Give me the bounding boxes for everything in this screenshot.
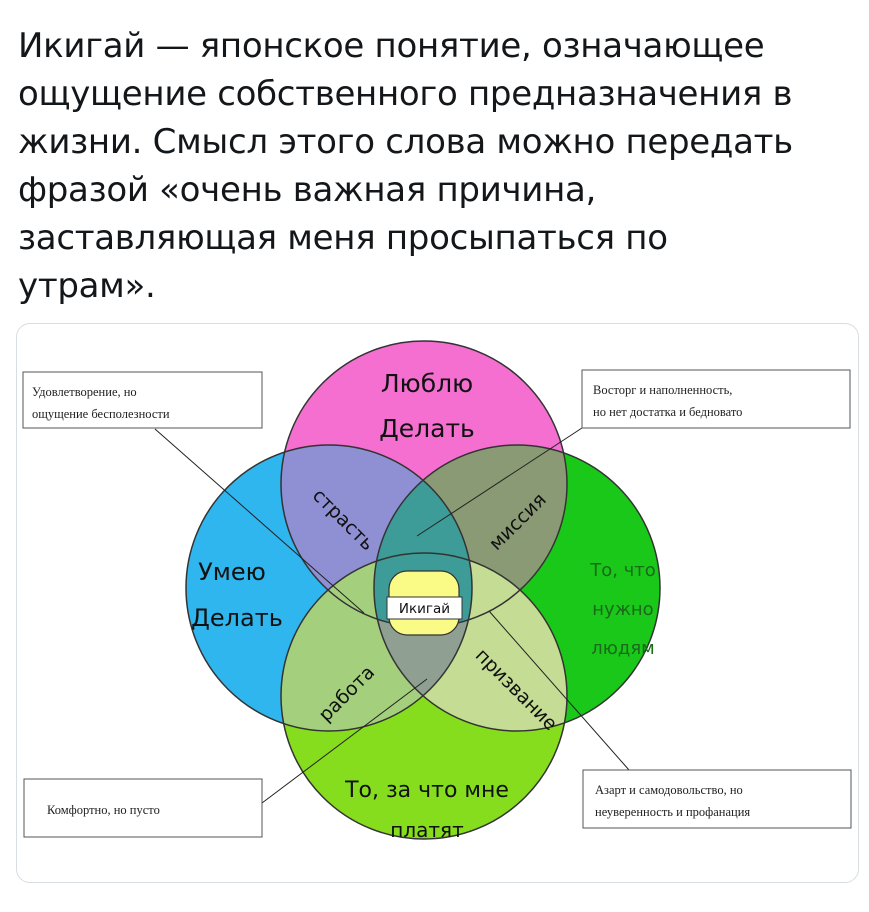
ikigai-venn-diagram: Икигай Люблю Делать Умею Делать То, что …	[22, 340, 852, 842]
post-text: Икигай — японское понятие, означающее ощ…	[18, 22, 858, 310]
note-bottom-right-line: Азарт и самодовольство, но	[595, 783, 743, 797]
note-bottom-right-line: неуверенность и профанация	[595, 805, 750, 819]
circle-label-world-needs: То, что	[589, 560, 656, 581]
post-text-line: ощущение собственного предназначения в	[18, 74, 793, 114]
note-bottom-left: Комфортно, но пусто	[23, 778, 263, 838]
circle-label-paid-for: То, за что мне	[344, 778, 509, 803]
note-top-right: Восторг и наполненность, но нет достатка…	[581, 369, 851, 429]
circle-label-good-at: Умею	[198, 558, 266, 586]
post-text-line: утрам».	[18, 266, 156, 306]
attached-image[interactable]: Икигай Люблю Делать Умею Делать То, что …	[16, 323, 859, 883]
note-top-right-line: но нет достатка и бедновато	[593, 405, 742, 419]
post-text-line: заставляющая меня просыпаться по	[18, 218, 668, 258]
circle-label-love: Делать	[379, 414, 475, 443]
note-bottom-left-line: Комфортно, но пусто	[47, 803, 160, 817]
note-top-right-line: Восторг и наполненность,	[593, 383, 732, 397]
post-text-line: фразой «очень важная причина,	[18, 170, 597, 210]
note-top-left-line: ощущение бесполезности	[32, 407, 170, 421]
note-top-left-line: Удовлетворение, но	[32, 385, 137, 399]
note-bottom-right: Азарт и самодовольство, но неуверенность…	[582, 769, 852, 829]
circle-label-good-at: Делать	[191, 604, 283, 632]
circle-label-paid-for: платят	[390, 818, 464, 842]
leader-lines	[154, 427, 630, 804]
post-text-line: Икигай — японское понятие, означающее	[18, 26, 765, 66]
overlap-label-ikigai: Икигай	[399, 601, 450, 617]
note-top-left: Удовлетворение, но ощущение бесполезност…	[22, 371, 263, 429]
post-text-line: жизни. Смысл этого слова можно передать	[18, 122, 793, 162]
circle-label-love: Люблю	[381, 369, 473, 398]
circle-label-world-needs: нужно	[592, 599, 653, 620]
circle-label-world-needs: людям	[591, 638, 655, 659]
